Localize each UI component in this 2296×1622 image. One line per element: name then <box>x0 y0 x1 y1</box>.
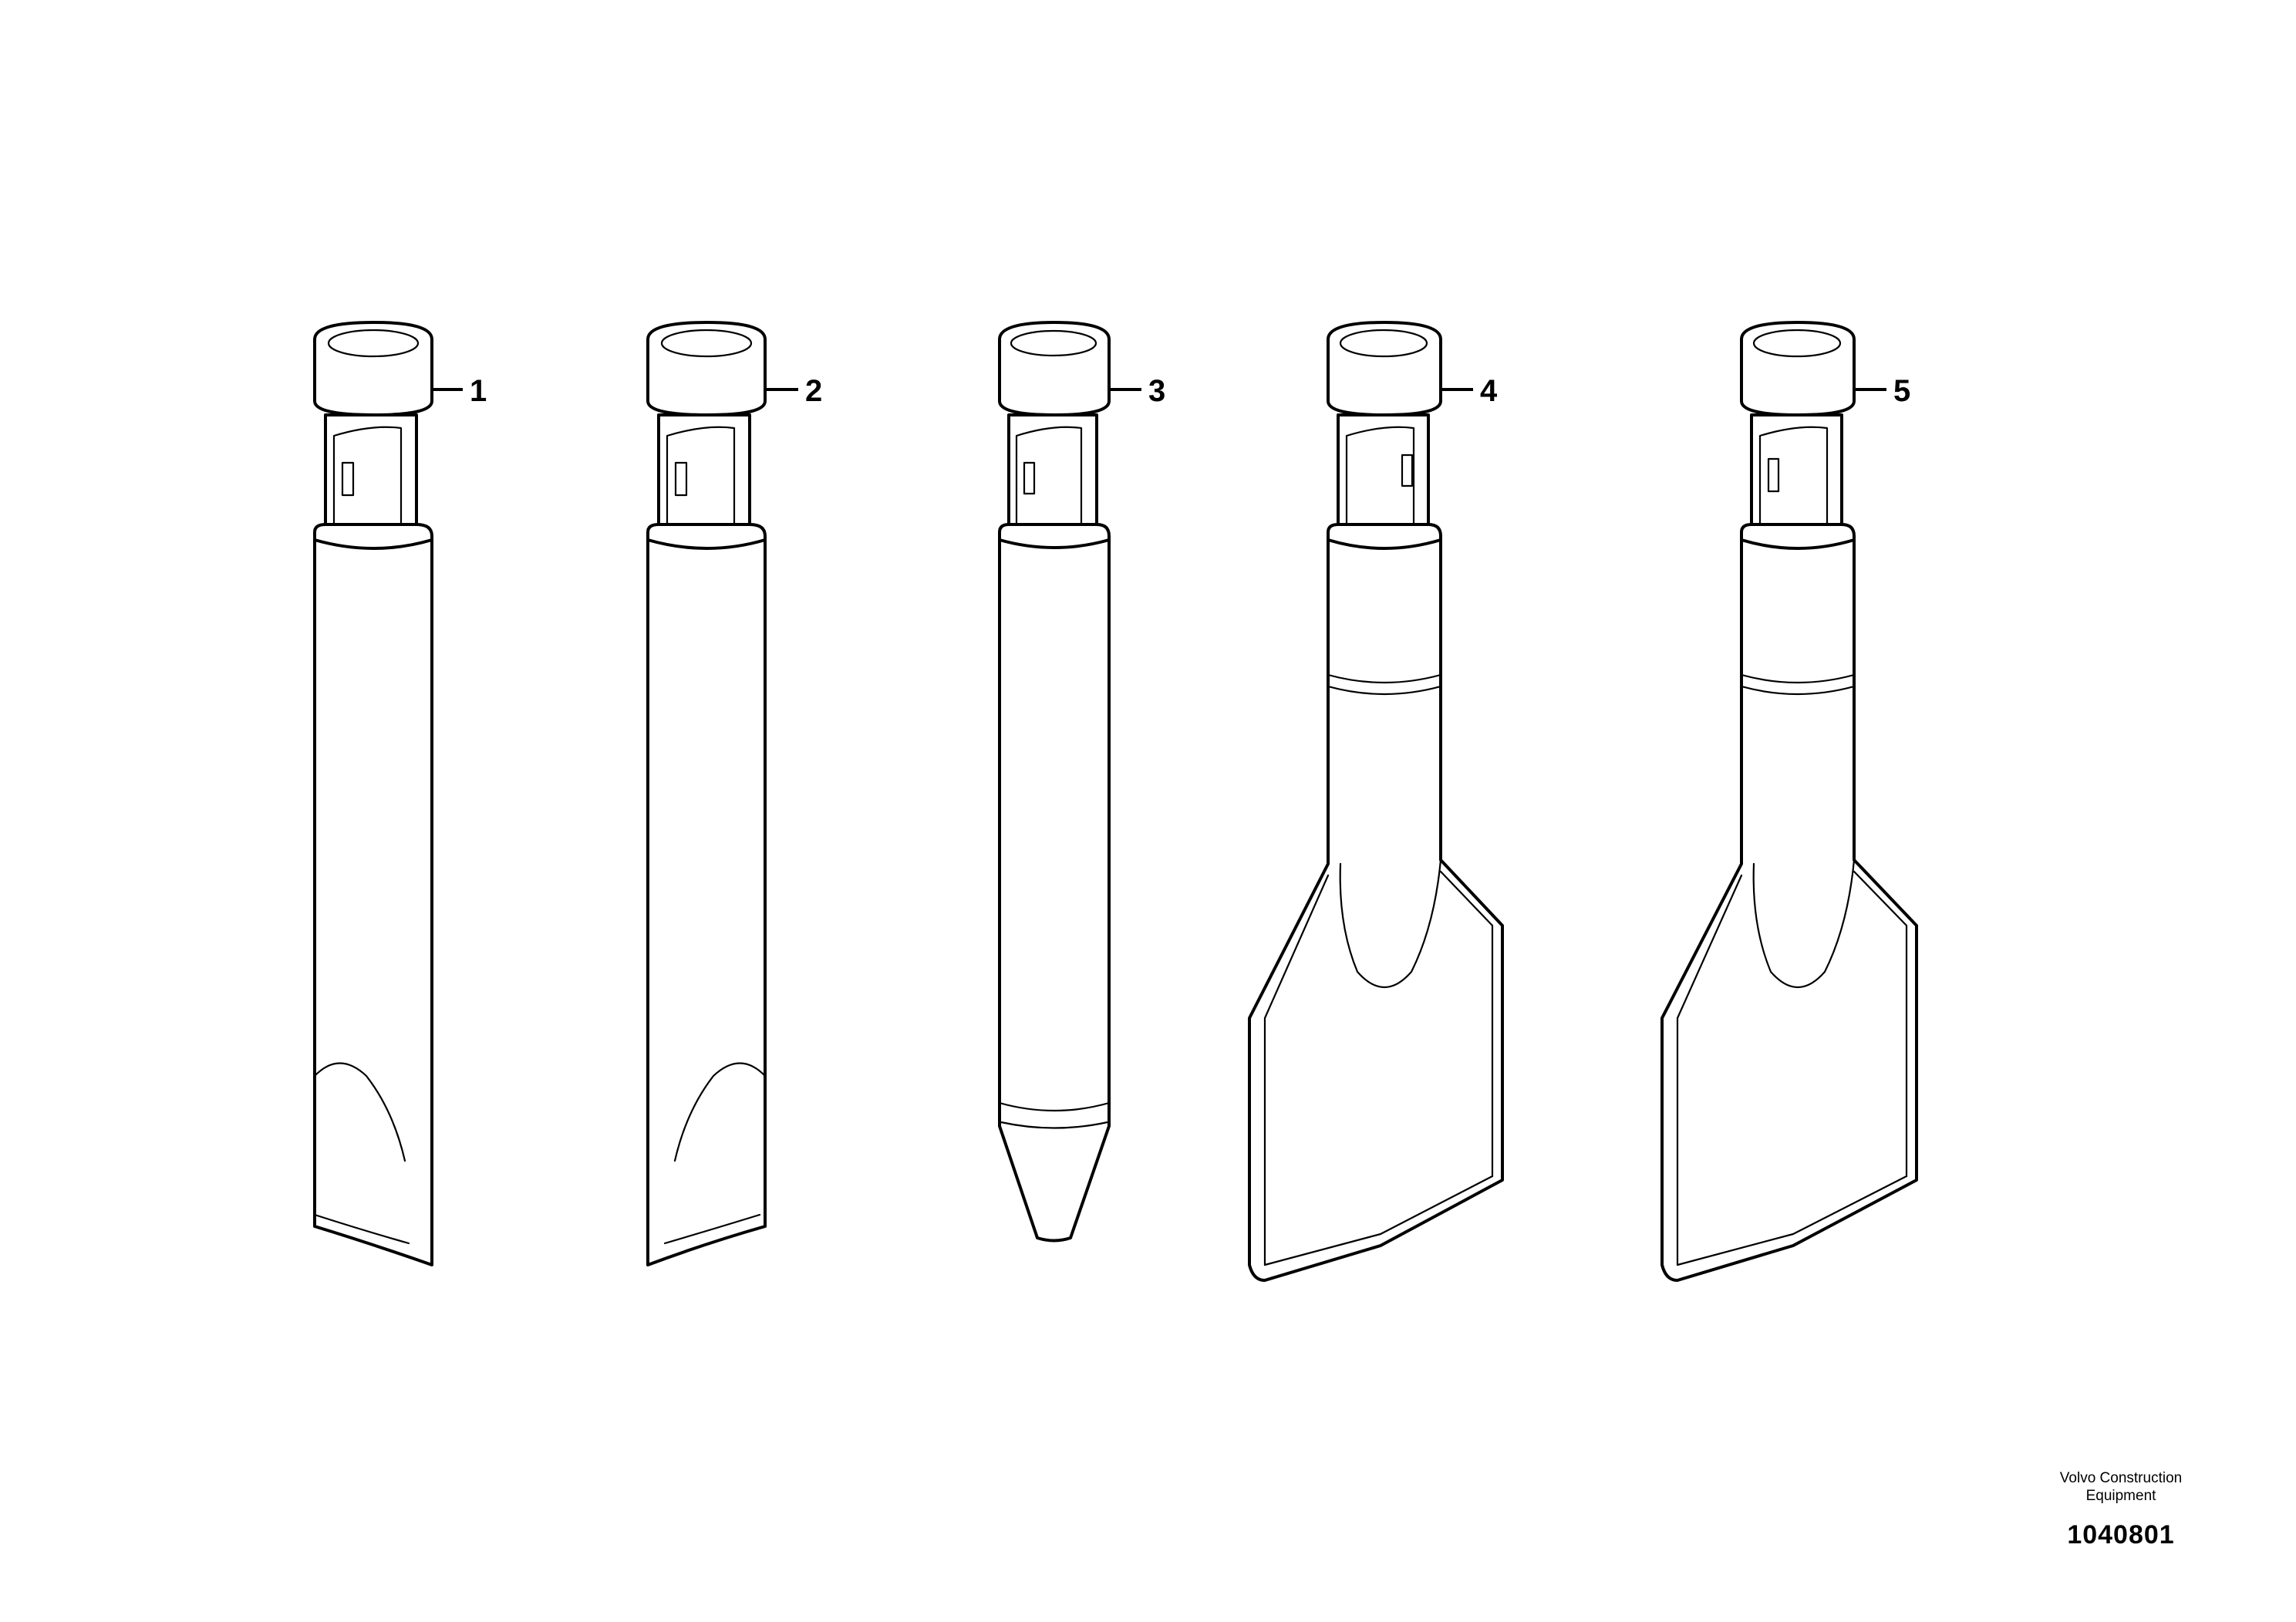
callout-5-label: 5 <box>1893 374 1910 408</box>
callout-4: 4 <box>1441 374 1498 408</box>
credit-block: Volvo Construction Equipment 1040801 <box>2021 1469 2221 1550</box>
callout-2-label: 2 <box>805 374 822 408</box>
callout-1-label: 1 <box>470 374 487 408</box>
tool-3-moil-point <box>998 321 1111 1243</box>
callout-4-label: 4 <box>1480 374 1498 408</box>
callout-3: 3 <box>1109 374 1165 408</box>
tool-4-wide-blade <box>1248 321 1504 1282</box>
credit-line-2: Equipment <box>2085 1488 2156 1504</box>
callout-5: 5 <box>1854 374 1910 408</box>
drawing-number: 1040801 <box>2067 1520 2175 1549</box>
callout-1: 1 <box>432 374 487 408</box>
credit-line-1: Volvo Construction <box>2059 1470 2183 1486</box>
tool-2-chisel <box>646 321 767 1266</box>
tool-1-chisel <box>313 321 433 1266</box>
callout-2: 2 <box>765 374 822 408</box>
callout-3-label: 3 <box>1148 374 1165 408</box>
tool-5-wide-blade <box>1660 321 1918 1282</box>
